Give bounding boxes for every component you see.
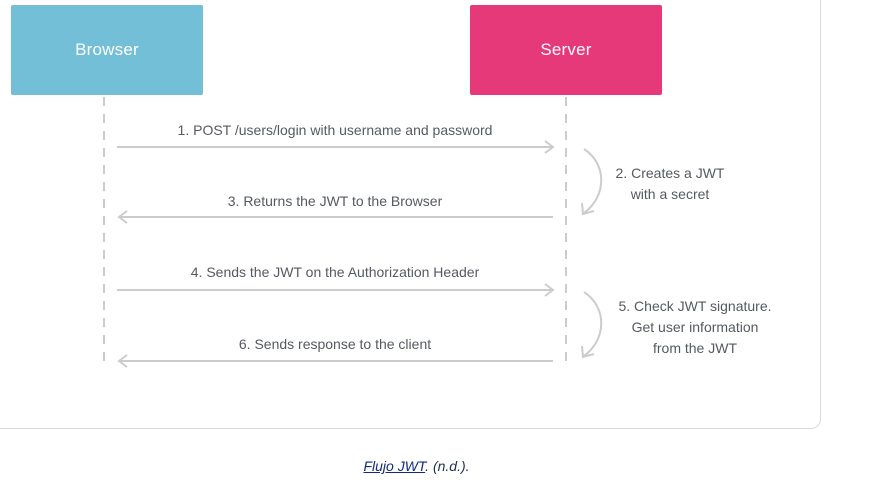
message-4-label: 4. Sends the JWT on the Authorization He… [190, 264, 480, 280]
message-4-arrow [117, 283, 555, 297]
note-5-line-1: 5. Check JWT signature. [618, 298, 772, 314]
note-2-line-2: with a secret [630, 186, 710, 202]
message-3-arrow [117, 210, 553, 224]
browser-actor-box: Browser [11, 5, 203, 95]
message-6-arrow [117, 354, 553, 368]
note-2-label: 2. Creates a JWT with a secret [616, 163, 725, 205]
browser-actor-label: Browser [75, 40, 139, 59]
self-call-arrow-2 [581, 291, 603, 359]
note-5-line-2: Get user information [631, 319, 759, 335]
message-3-label: 3. Returns the JWT to the Browser [227, 193, 443, 209]
server-actor-box: Server [470, 5, 662, 95]
figure-frame [0, 0, 821, 429]
message-6-label: 6. Sends response to the client [238, 336, 432, 352]
figure-caption: Flujo JWT. (n.d.). [0, 458, 833, 474]
self-call-arrow-1 [581, 148, 603, 216]
message-1-arrow [117, 140, 555, 154]
caption-suffix: . (n.d.). [425, 458, 470, 474]
server-actor-label: Server [540, 40, 592, 59]
note-5-label: 5. Check JWT signature. Get user informa… [618, 296, 771, 359]
note-5-line-3: from the JWT [652, 340, 737, 356]
caption-link[interactable]: Flujo JWT [363, 458, 426, 474]
note-2-line-1: 2. Creates a JWT [615, 165, 725, 181]
message-1-label: 1. POST /users/login with username and p… [177, 122, 493, 138]
